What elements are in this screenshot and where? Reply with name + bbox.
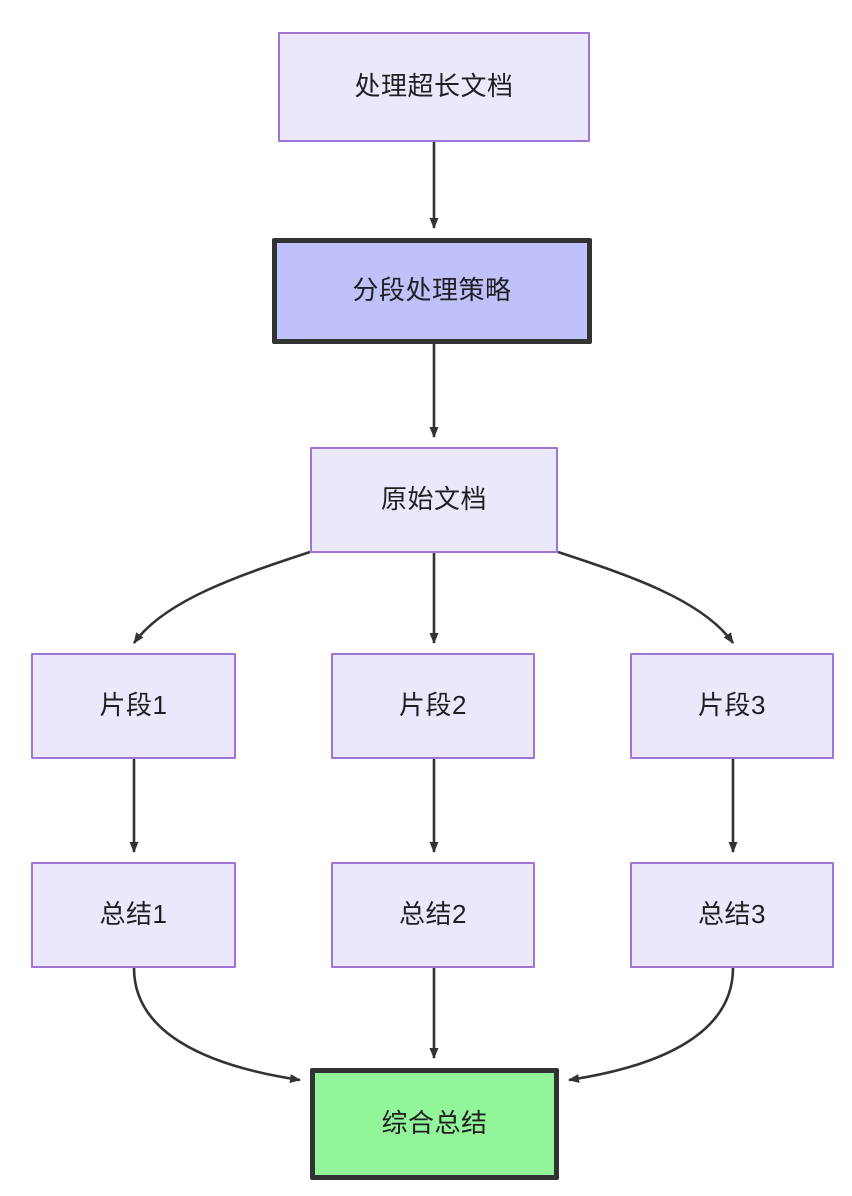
node-label-n6: 片段3 — [698, 690, 766, 721]
node-label-n3: 原始文档 — [380, 484, 487, 515]
node-n8[interactable]: 总结2 — [331, 862, 535, 968]
node-n10[interactable]: 综合总结 — [310, 1068, 559, 1180]
node-label-n5: 片段2 — [399, 690, 467, 721]
node-label-n7: 总结1 — [99, 899, 168, 930]
node-label-n8: 总结2 — [399, 899, 467, 930]
node-label-n10: 综合总结 — [381, 1108, 488, 1139]
node-n4[interactable]: 片段1 — [31, 653, 236, 759]
node-n1[interactable]: 处理超长文档 — [278, 32, 590, 142]
node-n7[interactable]: 总结1 — [31, 862, 236, 968]
edge-n3-to-n6 — [557, 550, 735, 644]
node-label-n1: 处理超长文档 — [354, 71, 514, 102]
edge-n9-to-n10 — [568, 967, 735, 1083]
edge-n3-to-n4 — [132, 550, 311, 644]
node-n3[interactable]: 原始文档 — [310, 447, 558, 553]
node-n9[interactable]: 总结3 — [630, 862, 834, 968]
node-n5[interactable]: 片段2 — [331, 653, 535, 759]
node-n2[interactable]: 分段处理策略 — [272, 238, 592, 344]
node-label-n2: 分段处理策略 — [352, 275, 512, 306]
edge-n7-to-n10 — [132, 967, 301, 1083]
node-label-n9: 总结3 — [698, 899, 766, 930]
node-label-n4: 片段1 — [99, 690, 168, 721]
node-n6[interactable]: 片段3 — [630, 653, 834, 759]
